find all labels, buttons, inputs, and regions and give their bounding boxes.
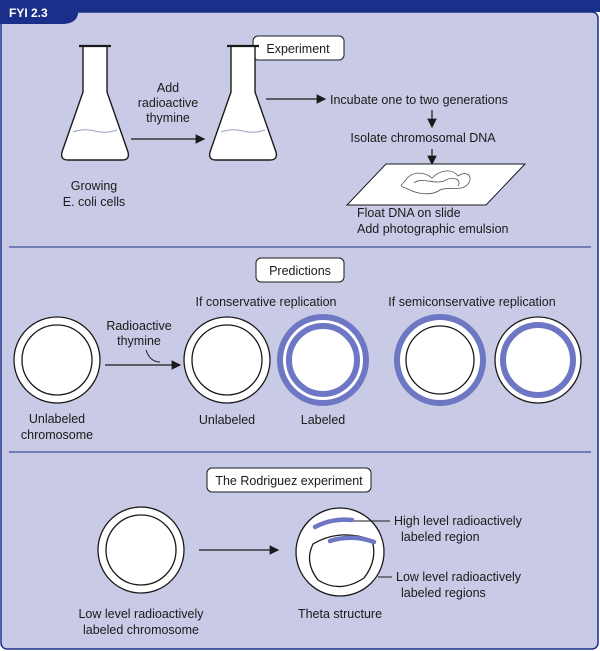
fyi-tag: FYI 2.3 (9, 6, 48, 20)
theta-label: Theta structure (298, 607, 382, 621)
panel-header-bar (0, 0, 600, 12)
add-label-line1: Add (157, 81, 179, 95)
conservative-labeled-icon (277, 314, 369, 406)
step-emulsion: Add photographic emulsion (357, 222, 509, 236)
high-region-line2: labeled region (401, 530, 480, 544)
high-region-line1: High level radioactively (394, 514, 523, 528)
low-level-chromosome-line2: labeled chromosome (83, 623, 199, 637)
low-region-line2: labeled regions (401, 586, 486, 600)
unlabeled-chromosome-icon (13, 316, 101, 404)
theta-structure-icon (295, 507, 385, 597)
semiconservative-icon-2 (494, 316, 582, 404)
add-label-line2: radioactive (138, 96, 198, 110)
conservative-unlabeled-icon (183, 316, 271, 404)
slide-icon (345, 163, 527, 206)
low-region-line1: Low level radioactively (396, 570, 522, 584)
predictions-title: Predictions (269, 264, 331, 278)
conservative-labeled-label: Labeled (301, 413, 346, 427)
arrow-label-line1: Radioactive (106, 319, 171, 333)
rodriguez-title-box (206, 467, 372, 493)
step-incubate: Incubate one to two generations (330, 93, 508, 107)
conservative-heading: If conservative replication (195, 295, 336, 309)
semiconservative-heading: If semiconservative replication (388, 295, 555, 309)
step-float: Float DNA on slide (357, 206, 461, 220)
unlabeled-chromosome-line1: Unlabeled (29, 412, 85, 426)
low-level-chromosome-line1: Low level radioactively (78, 607, 204, 621)
fyi-tab (0, 0, 78, 24)
step-isolate: Isolate chromosomal DNA (350, 131, 496, 145)
conservative-unlabeled-label: Unlabeled (199, 413, 255, 427)
rodriguez-title: The Rodriguez experiment (215, 474, 363, 488)
flask-label-line2: E. coli cells (63, 195, 126, 209)
add-label-line3: thymine (146, 111, 190, 125)
unlabeled-chromosome-line2: chromosome (21, 428, 93, 442)
flask-icon-1 (60, 44, 130, 161)
arrow-label-leader (145, 349, 161, 363)
experiment-title: Experiment (266, 42, 330, 56)
flask-label-line1: Growing (71, 179, 118, 193)
predictions-title-box (255, 257, 345, 283)
arrow-label-line2: thymine (117, 334, 161, 348)
low-level-chromosome-icon (97, 506, 185, 594)
flask-icon-2 (208, 44, 278, 161)
semiconservative-icon-1 (394, 314, 486, 406)
